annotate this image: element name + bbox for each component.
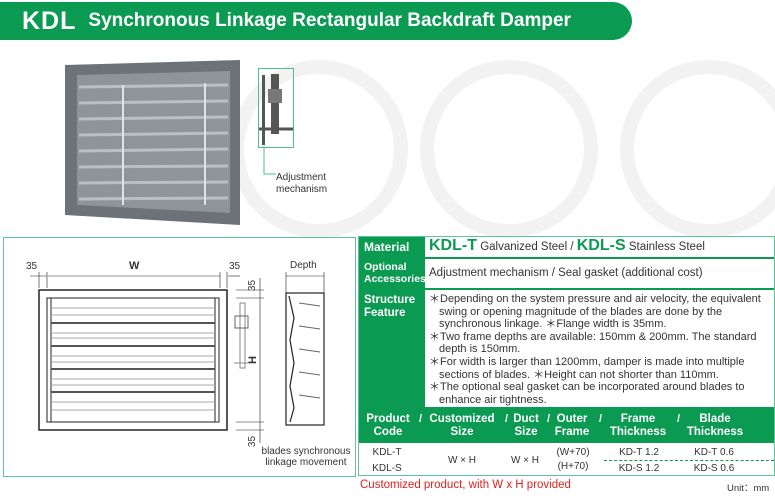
customization-note: Customized product, with W x H provided	[360, 479, 571, 491]
page-title: Synchronous Linkage Rectangular Backdraf…	[88, 10, 571, 31]
dimension-drawing: 35 W 35 35 H 35 Depth blades synchronous…	[3, 237, 356, 477]
watermark	[420, 60, 598, 238]
col-duct-size: Duct Size	[513, 413, 539, 438]
feature-item: ＊For width is larger than 1200mm, damper…	[429, 355, 745, 381]
duct-size-cell: W × H	[510, 455, 540, 466]
kdl-t-material: Galvanized Steel /	[480, 241, 574, 253]
adjustment-mechanism-callout	[258, 68, 294, 148]
col-customized-size: Customized Size	[429, 413, 495, 438]
col-frame-thickness: Frame Thickness	[609, 413, 667, 438]
col-outer-frame: Outer Frame	[554, 413, 590, 438]
outer-frame-cell: (W+70)	[556, 447, 590, 458]
structure-row: Structure Feature ＊Depending on the syst…	[359, 290, 774, 409]
customized-size-cell: W × H	[447, 455, 477, 466]
dim-width: W	[129, 260, 140, 272]
col-product-code: Product Code	[366, 413, 410, 438]
code-cell: KDL-T	[372, 447, 402, 458]
caption-line: linkage movement	[265, 457, 347, 468]
code-cell: KDL-S	[372, 463, 402, 474]
dim-left-flange: 35	[26, 261, 38, 272]
kdl-t-code: KDL-T	[429, 237, 477, 254]
accessories-row: Optional Accessories Adjustment mechanis…	[359, 259, 774, 290]
feature-item: ＊Two frame depths are available: 150mm &…	[429, 330, 757, 356]
feature-item: ＊Depending on the system pressure and ai…	[429, 293, 761, 331]
depth-label: Depth	[290, 260, 317, 271]
frame-thickness-cell: KD-T 1.2	[619, 447, 659, 458]
watermark	[620, 60, 775, 238]
product-photo	[65, 60, 265, 225]
feature-item: ＊The optional seal gasket can be incorpo…	[429, 381, 745, 406]
accessories-value: Adjustment mechanism / Seal gasket (addi…	[429, 267, 703, 279]
spec-table: Material KDL-T Galvanized Steel / KDL-S …	[358, 236, 775, 476]
material-row: Material KDL-T Galvanized Steel / KDL-S …	[359, 237, 774, 259]
callout-label: Adjustment mechanism	[276, 172, 328, 195]
table-header: Product Code / Customized Size / Duct Si…	[359, 409, 774, 443]
dim-height: H	[246, 356, 259, 364]
kdl-s-material: Stainless Steel	[628, 241, 705, 253]
product-code: KDL	[22, 6, 77, 35]
frame-thickness-cell: KD-S 1.2	[618, 463, 660, 474]
dim-right-flange: 35	[229, 261, 241, 272]
material-label: Material	[359, 237, 425, 257]
caption-line: blades synchronous	[261, 446, 351, 457]
blade-thickness-cell: KD-S 0.6	[693, 463, 735, 474]
blade-thickness-cell: KD-T 0.6	[694, 447, 734, 458]
structure-label: Structure Feature	[359, 290, 425, 407]
dim-top-flange: 35	[247, 279, 259, 292]
outer-frame-cell: (H+70)	[557, 461, 589, 472]
unit-label: Unit：mm	[727, 483, 770, 494]
accessories-label: Optional Accessories	[359, 259, 426, 288]
kdl-s-code: KDL-S	[576, 237, 626, 254]
callout-leader-line	[263, 146, 276, 175]
row-divider	[604, 460, 774, 461]
col-blade-thickness: Blade Thickness	[686, 413, 744, 438]
title-banner: KDL Synchronous Linkage Rectangular Back…	[0, 2, 632, 40]
